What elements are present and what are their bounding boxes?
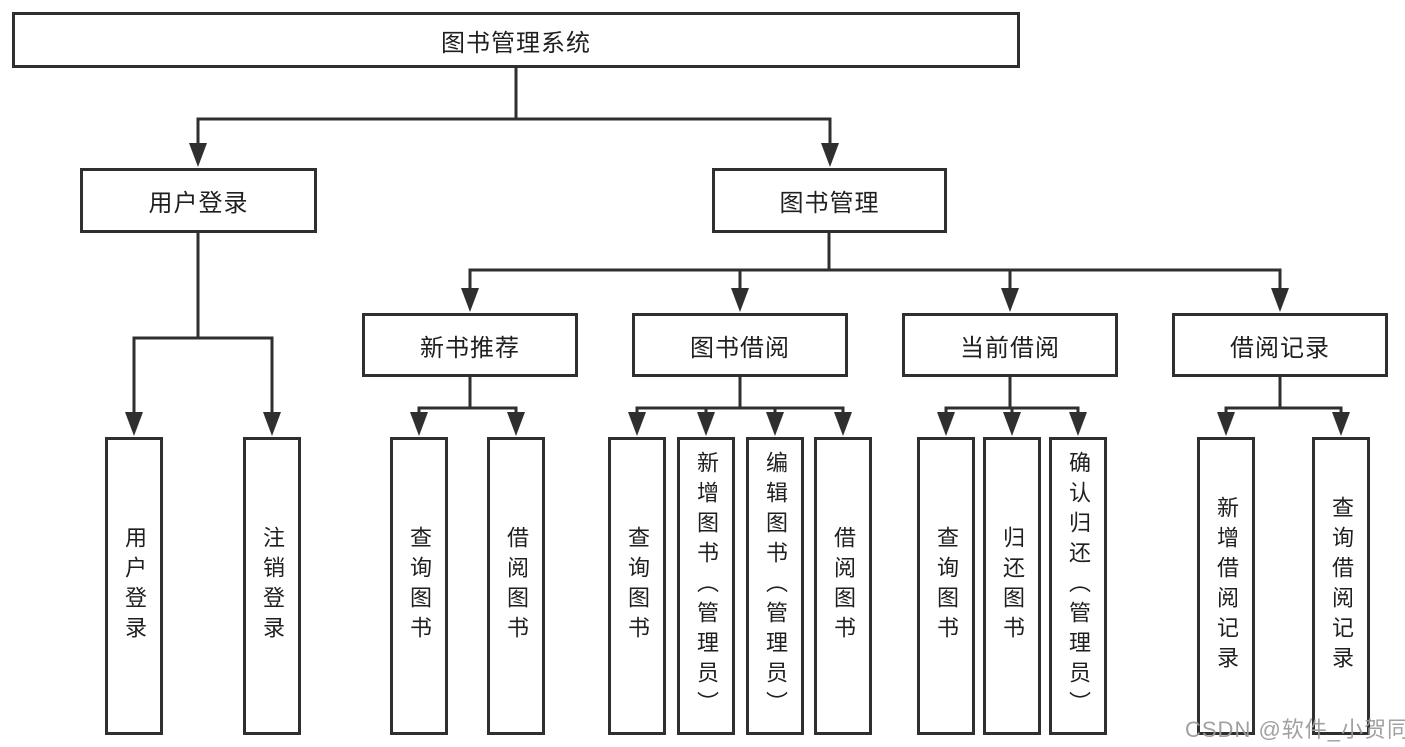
- node-label: 用户登录: [148, 190, 249, 217]
- node-label: 当前借阅: [960, 334, 1060, 362]
- leaf-edit-book-admin: 编辑图书（管理员）: [746, 437, 804, 735]
- leaf-label: 借阅图书: [504, 526, 529, 646]
- leaf-user-login: 用户登录: [105, 437, 163, 735]
- node-label: 图书借阅: [690, 334, 790, 362]
- node-label: 借阅记录: [1230, 334, 1330, 362]
- leaf-confirm-return-admin: 确认归还（管理员）: [1049, 437, 1107, 735]
- node-label: 图书管理系统: [441, 29, 591, 57]
- node-new-book-recommend: 新书推荐: [362, 313, 578, 377]
- leaf-label: 新增借阅记录: [1214, 496, 1239, 676]
- node-book-management: 图书管理: [712, 168, 947, 233]
- leaf-label: 确认归还（管理员）: [1066, 451, 1091, 721]
- leaf-label: 用户登录: [122, 526, 147, 646]
- node-current-borrowing: 当前借阅: [902, 313, 1118, 377]
- node-borrowing-records: 借阅记录: [1172, 313, 1388, 377]
- leaf-borrow-books-recommend: 借阅图书: [487, 437, 545, 735]
- leaf-label: 借阅图书: [831, 526, 856, 646]
- leaf-label: 查询图书: [407, 526, 432, 646]
- leaf-query-books-current: 查询图书: [917, 437, 975, 735]
- leaf-label: 注销登录: [260, 526, 285, 646]
- leaf-query-borrow-record: 查询借阅记录: [1312, 437, 1370, 735]
- leaf-label: 新增图书（管理员）: [694, 451, 719, 721]
- node-label: 图书管理: [779, 190, 880, 217]
- node-library-management-system: 图书管理系统: [12, 12, 1020, 68]
- leaf-label: 查询图书: [934, 526, 959, 646]
- node-label: 新书推荐: [420, 334, 520, 362]
- leaf-label: 归还图书: [1000, 526, 1025, 646]
- leaf-label: 编辑图书（管理员）: [763, 451, 788, 721]
- leaf-borrow-books: 借阅图书: [814, 437, 872, 735]
- leaf-return-books: 归还图书: [983, 437, 1041, 735]
- leaf-label: 查询图书: [625, 526, 650, 646]
- node-book-borrowing: 图书借阅: [632, 313, 848, 377]
- leaf-add-borrow-record: 新增借阅记录: [1197, 437, 1255, 735]
- leaf-logout: 注销登录: [243, 437, 301, 735]
- node-user-login: 用户登录: [80, 168, 317, 233]
- leaf-query-books-borrow: 查询图书: [608, 437, 666, 735]
- watermark: CSDN @软件_小贺同学: [1185, 717, 1405, 742]
- leaf-add-book-admin: 新增图书（管理员）: [677, 437, 735, 735]
- leaf-query-books-recommend: 查询图书: [390, 437, 448, 735]
- leaf-label: 查询借阅记录: [1329, 496, 1354, 676]
